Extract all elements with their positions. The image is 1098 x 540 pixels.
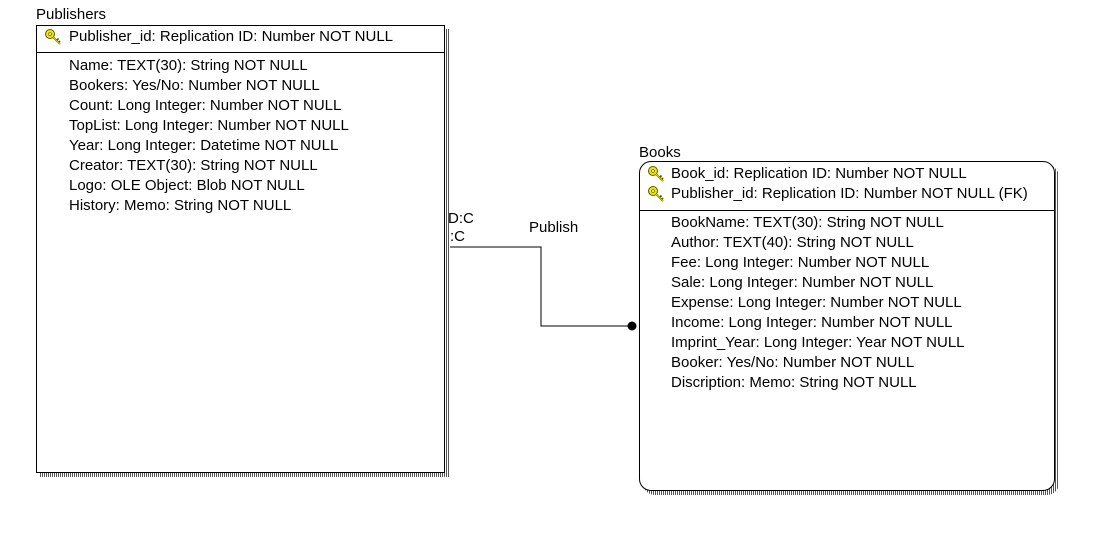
attribute-row: Booker: Yes/No: Number NOT NULL bbox=[640, 353, 1054, 373]
books-key-label: Book_id: Replication ID: Number NOT NULL bbox=[671, 165, 967, 182]
key-icon bbox=[45, 29, 61, 45]
attribute-row: TopList: Long Integer: Number NOT NULL bbox=[37, 116, 444, 136]
attribute-row: Year: Long Integer: Datetime NOT NULL bbox=[37, 136, 444, 156]
attribute-label: Name: TEXT(30): String NOT NULL bbox=[69, 57, 308, 74]
books-key-section: Book_id: Replication ID: Number NOT NULL… bbox=[640, 162, 1054, 211]
relationship-many-dot bbox=[627, 321, 637, 331]
attribute-label: Count: Long Integer: Number NOT NULL bbox=[69, 97, 342, 114]
attribute-label: TopList: Long Integer: Number NOT NULL bbox=[69, 117, 349, 134]
books-attribute-list: BookName: TEXT(30): String NOT NULL Auth… bbox=[640, 211, 1054, 393]
attribute-label: Expense: Long Integer: Number NOT NULL bbox=[671, 294, 962, 311]
attribute-row: Discription: Memo: String NOT NULL bbox=[640, 373, 1054, 393]
publishers-key-label: Publisher_id: Replication ID: Number NOT… bbox=[69, 28, 394, 45]
attribute-label: Income: Long Integer: Number NOT NULL bbox=[671, 314, 953, 331]
attribute-label: Booker: Yes/No: Number NOT NULL bbox=[671, 354, 915, 371]
parent-cardinality-2: :C bbox=[450, 228, 465, 245]
books-key-label: Publisher_id: Replication ID: Number NOT… bbox=[671, 185, 1028, 202]
attribute-label: History: Memo: String NOT NULL bbox=[69, 197, 292, 214]
attribute-row: Author: TEXT(40): String NOT NULL bbox=[640, 233, 1054, 253]
attribute-row: Bookers: Yes/No: Number NOT NULL bbox=[37, 76, 444, 96]
attribute-row: Sale: Long Integer: Number NOT NULL bbox=[640, 273, 1054, 293]
attribute-label: Year: Long Integer: Datetime NOT NULL bbox=[69, 137, 339, 154]
attribute-row: Fee: Long Integer: Number NOT NULL bbox=[640, 253, 1054, 273]
relationship-line[interactable] bbox=[450, 246, 632, 327]
attribute-row: Count: Long Integer: Number NOT NULL bbox=[37, 96, 444, 116]
attribute-label: Discription: Memo: String NOT NULL bbox=[671, 374, 917, 391]
publishers-attribute-list: Name: TEXT(30): String NOT NULL Bookers:… bbox=[37, 53, 444, 216]
attribute-row: Creator: TEXT(30): String NOT NULL bbox=[37, 156, 444, 176]
attribute-row: Expense: Long Integer: Number NOT NULL bbox=[640, 293, 1054, 313]
attribute-label: Author: TEXT(40): String NOT NULL bbox=[671, 234, 914, 251]
publishers-key-section: Publisher_id: Replication ID: Number NOT… bbox=[37, 26, 444, 53]
books-key-row: Publisher_id: Replication ID: Number NOT… bbox=[640, 184, 1054, 204]
books-key-row: Book_id: Replication ID: Number NOT NULL bbox=[640, 164, 1054, 184]
attribute-label: Logo: OLE Object: Blob NOT NULL bbox=[69, 177, 305, 194]
attribute-row: Income: Long Integer: Number NOT NULL bbox=[640, 313, 1054, 333]
attribute-label: BookName: TEXT(30): String NOT NULL bbox=[671, 214, 944, 231]
attribute-label: Fee: Long Integer: Number NOT NULL bbox=[671, 254, 930, 271]
attribute-label: Creator: TEXT(30): String NOT NULL bbox=[69, 157, 318, 174]
key-icon bbox=[648, 166, 664, 182]
attribute-row: Logo: OLE Object: Blob NOT NULL bbox=[37, 176, 444, 196]
attribute-row: BookName: TEXT(30): String NOT NULL bbox=[640, 213, 1054, 233]
key-icon bbox=[648, 186, 664, 202]
publishers-entity-name: Publishers bbox=[36, 6, 107, 23]
books-entity-name: Books bbox=[639, 144, 681, 161]
books-entity[interactable]: Book_id: Replication ID: Number NOT NULL… bbox=[639, 161, 1055, 491]
attribute-row: Imprint_Year: Long Integer: Year NOT NUL… bbox=[640, 333, 1054, 353]
publishers-key-row: Publisher_id: Replication ID: Number NOT… bbox=[37, 27, 444, 47]
parent-cardinality-1: D:C bbox=[448, 210, 474, 227]
attribute-row: History: Memo: String NOT NULL bbox=[37, 196, 444, 216]
attribute-label: Sale: Long Integer: Number NOT NULL bbox=[671, 274, 934, 291]
relationship-label: Publish bbox=[529, 219, 579, 236]
attribute-label: Bookers: Yes/No: Number NOT NULL bbox=[69, 77, 320, 94]
publishers-entity[interactable]: Publisher_id: Replication ID: Number NOT… bbox=[36, 25, 445, 473]
attribute-label: Imprint_Year: Long Integer: Year NOT NUL… bbox=[671, 334, 965, 351]
attribute-row: Name: TEXT(30): String NOT NULL bbox=[37, 56, 444, 76]
